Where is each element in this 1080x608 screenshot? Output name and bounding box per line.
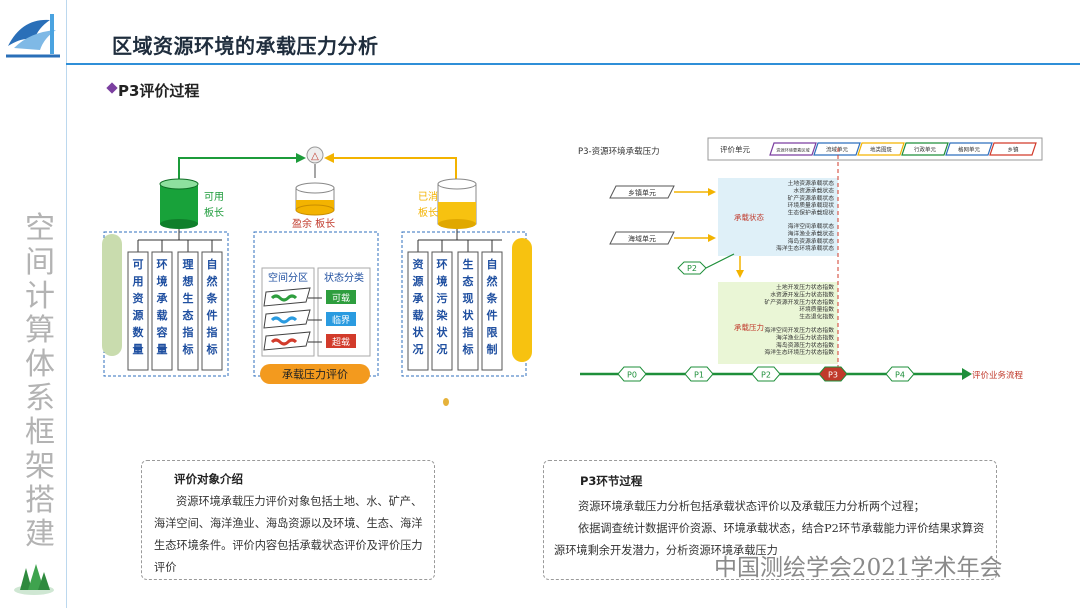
pressure-items: 土地开发压力状态指数水资源开发压力状态指数矿产资源开发压力状态指数环境质量指数生…	[764, 283, 834, 356]
state-block-label: 承载状态	[734, 212, 764, 222]
unit-tab	[901, 142, 949, 156]
bullet-icon	[106, 82, 118, 94]
indicator-item: 海洋渔业压力状态指数	[776, 333, 834, 341]
status-critical-label: 临界	[332, 314, 350, 326]
indicator-item: 矿产资源开发压力状态指数	[764, 298, 834, 306]
timeline-node-label: P3	[828, 371, 838, 380]
indicator-item: 海洋空间开发压力状态指数	[764, 326, 834, 334]
timeline-node-label: P0	[627, 371, 637, 380]
cyl-left-label-1: 可用	[204, 192, 224, 203]
timeline-node	[885, 366, 915, 382]
unit-tab	[989, 142, 1037, 156]
timeline-node	[818, 366, 848, 382]
indicator-item: 海岛资源承载状态	[788, 237, 835, 245]
unit-tab	[813, 142, 861, 156]
timeline-node-label: P4	[895, 371, 905, 380]
unit-tab	[769, 142, 817, 156]
indicator-item: 海洋空间承载状态	[788, 222, 835, 230]
capacity-item: 环境承载容量	[156, 258, 169, 356]
capacity-item: 自然条件指标	[206, 257, 219, 356]
status-ok-label: 可载	[332, 292, 350, 304]
indicator-item: 海洋渔业承载状态	[788, 229, 835, 237]
township-unit: 乡镇单元	[628, 188, 656, 197]
available-capacity-cylinder	[159, 178, 199, 229]
p3-process-box: P3环节过程 资源环境承载压力分析包括承载状态评价以及承载压力分析两个过程； 依…	[543, 460, 997, 580]
pressure-eval-banner: 承载压力评价	[282, 368, 348, 381]
cyl-left-label-2: 板长	[204, 206, 224, 219]
timeline-end-label: 评价业务流程	[972, 370, 1024, 381]
p3-diagram-title: P3-资源环境承载压力	[578, 146, 660, 157]
zone-map-icons	[263, 287, 322, 351]
capacity-pressure-diagram: △ 可用 板长 盈余 板长 已消 板长 可用资源数量 环境承载容量 理想生态指标…	[102, 146, 532, 406]
unit-tab-label: 格网单元	[958, 146, 981, 154]
status-chip-critical	[326, 312, 356, 326]
unit-tab-label: 乡镇	[1007, 146, 1019, 154]
indicator-item: 矿产资源承载状态	[788, 194, 835, 202]
unit-tab	[945, 142, 993, 156]
sidebar-vertical-title: 空间计算体系框架搭建	[25, 211, 55, 552]
unit-tab-label: 流域单元	[826, 146, 849, 154]
p2-badge: P2	[687, 264, 697, 273]
p3-process-title: P3环节过程	[580, 474, 643, 488]
eval-object-body: 资源环境承载压力评价对象包括土地、水、矿产、海洋空间、海洋渔业、海岛资源以及环境…	[154, 495, 423, 574]
pressure-block-label: 承载压力	[734, 322, 764, 332]
status-over-label: 超载	[332, 336, 350, 348]
indicator-item: 海岛资源压力状态指数	[776, 341, 834, 349]
p3-process-para-2: 依据调查统计数据评价资源、环境承载状态，结合P2环节承载能力评价结果求算资源环境…	[554, 522, 985, 557]
indicator-item: 环境质量指数	[799, 305, 834, 313]
indicator-item: 环境质量承载现状	[788, 201, 835, 209]
cyl-right-label-1: 已消	[418, 190, 438, 203]
unit-tab-label: 资源环境要素区域	[776, 147, 810, 154]
zone-column-title: 空间分区	[268, 271, 308, 284]
cyl-mid-label: 盈余 板长	[292, 217, 335, 230]
eval-object-box: 评价对象介绍 资源环境承载压力评价对象包括土地、水、矿产、海洋空间、海洋渔业、海…	[141, 460, 435, 580]
capacity-item: 可用资源数量	[133, 258, 145, 356]
status-column-title: 状态分类	[324, 271, 364, 284]
status-chip-ok	[326, 290, 356, 304]
state-item: 资源承载状况	[413, 257, 425, 356]
forest-icon	[14, 564, 54, 595]
unit-tab-label: 地类图斑	[870, 146, 893, 154]
process-timeline: P0 P1 P2 P3 P4	[617, 366, 915, 382]
indicator-item: 水资源承载状态	[793, 186, 834, 194]
logo-icon	[4, 6, 62, 64]
capacity-item: 理想生态指标	[182, 258, 194, 356]
timeline-node-label: P2	[761, 371, 771, 380]
unit-tab-label: 行政单元	[914, 146, 937, 154]
indicator-item: 海洋生态环境承载状态	[776, 244, 834, 252]
status-chip-over	[326, 334, 356, 348]
timeline-node	[684, 366, 714, 382]
indicator-item: 海洋生态环境压力状态指数	[764, 348, 834, 356]
timeline-node	[751, 366, 781, 382]
conference-watermark: 中国测绘学会2021学术年会	[714, 555, 1003, 581]
indicator-item: 生态退化指数	[799, 313, 834, 321]
state-item: 生态现状指标	[462, 257, 475, 356]
unit-bar-label: 评价单元	[720, 144, 750, 154]
unit-tabs: 资源环境要素区域 流域单元 地类图斑 行政单元 格网单元 乡镇	[769, 142, 1037, 156]
page-title: 区域资源环境的承载压力分析	[112, 34, 379, 58]
state-item: 自然条件限制	[486, 257, 499, 356]
surplus-cylinder	[295, 182, 335, 216]
sea-unit: 海域单元	[628, 234, 656, 243]
eval-object-title: 评价对象介绍	[174, 472, 243, 486]
p3-process-para-1: 资源环境承载压力分析包括承载状态评价以及承载压力分析两个过程；	[578, 500, 925, 513]
section-heading: P3评价过程	[118, 82, 200, 100]
state-item: 环境污染状况	[437, 258, 449, 356]
state-items: 土地资源承载状态水资源承载状态矿产资源承载状态环境质量承载现状生态保护承载现状海…	[776, 179, 834, 252]
indicator-item: 土地资源承载状态	[788, 179, 835, 187]
consumed-cylinder	[437, 178, 477, 229]
p3-process-diagram: P3-资源环境承载压力 评价单元 资源环境要素区域 流域单元 地类图斑 行政单元 格网单…	[578, 137, 1043, 382]
timeline-node-label: P1	[694, 371, 704, 380]
cyl-right-label-2: 板长	[418, 206, 438, 219]
indicator-item: 土地开发压力状态指数	[776, 283, 834, 291]
indicator-item: 水资源开发压力状态指数	[770, 290, 834, 298]
p3-process-body: 资源环境承载压力分析包括承载状态评价以及承载压力分析两个过程； 依据调查统计数据…	[554, 496, 990, 562]
unit-tab	[857, 142, 905, 156]
timeline-node	[617, 366, 647, 382]
delta-label: △	[311, 151, 319, 162]
left-divider	[66, 0, 67, 608]
title-rule	[66, 63, 1080, 65]
indicator-item: 生态保护承载现状	[788, 209, 835, 217]
